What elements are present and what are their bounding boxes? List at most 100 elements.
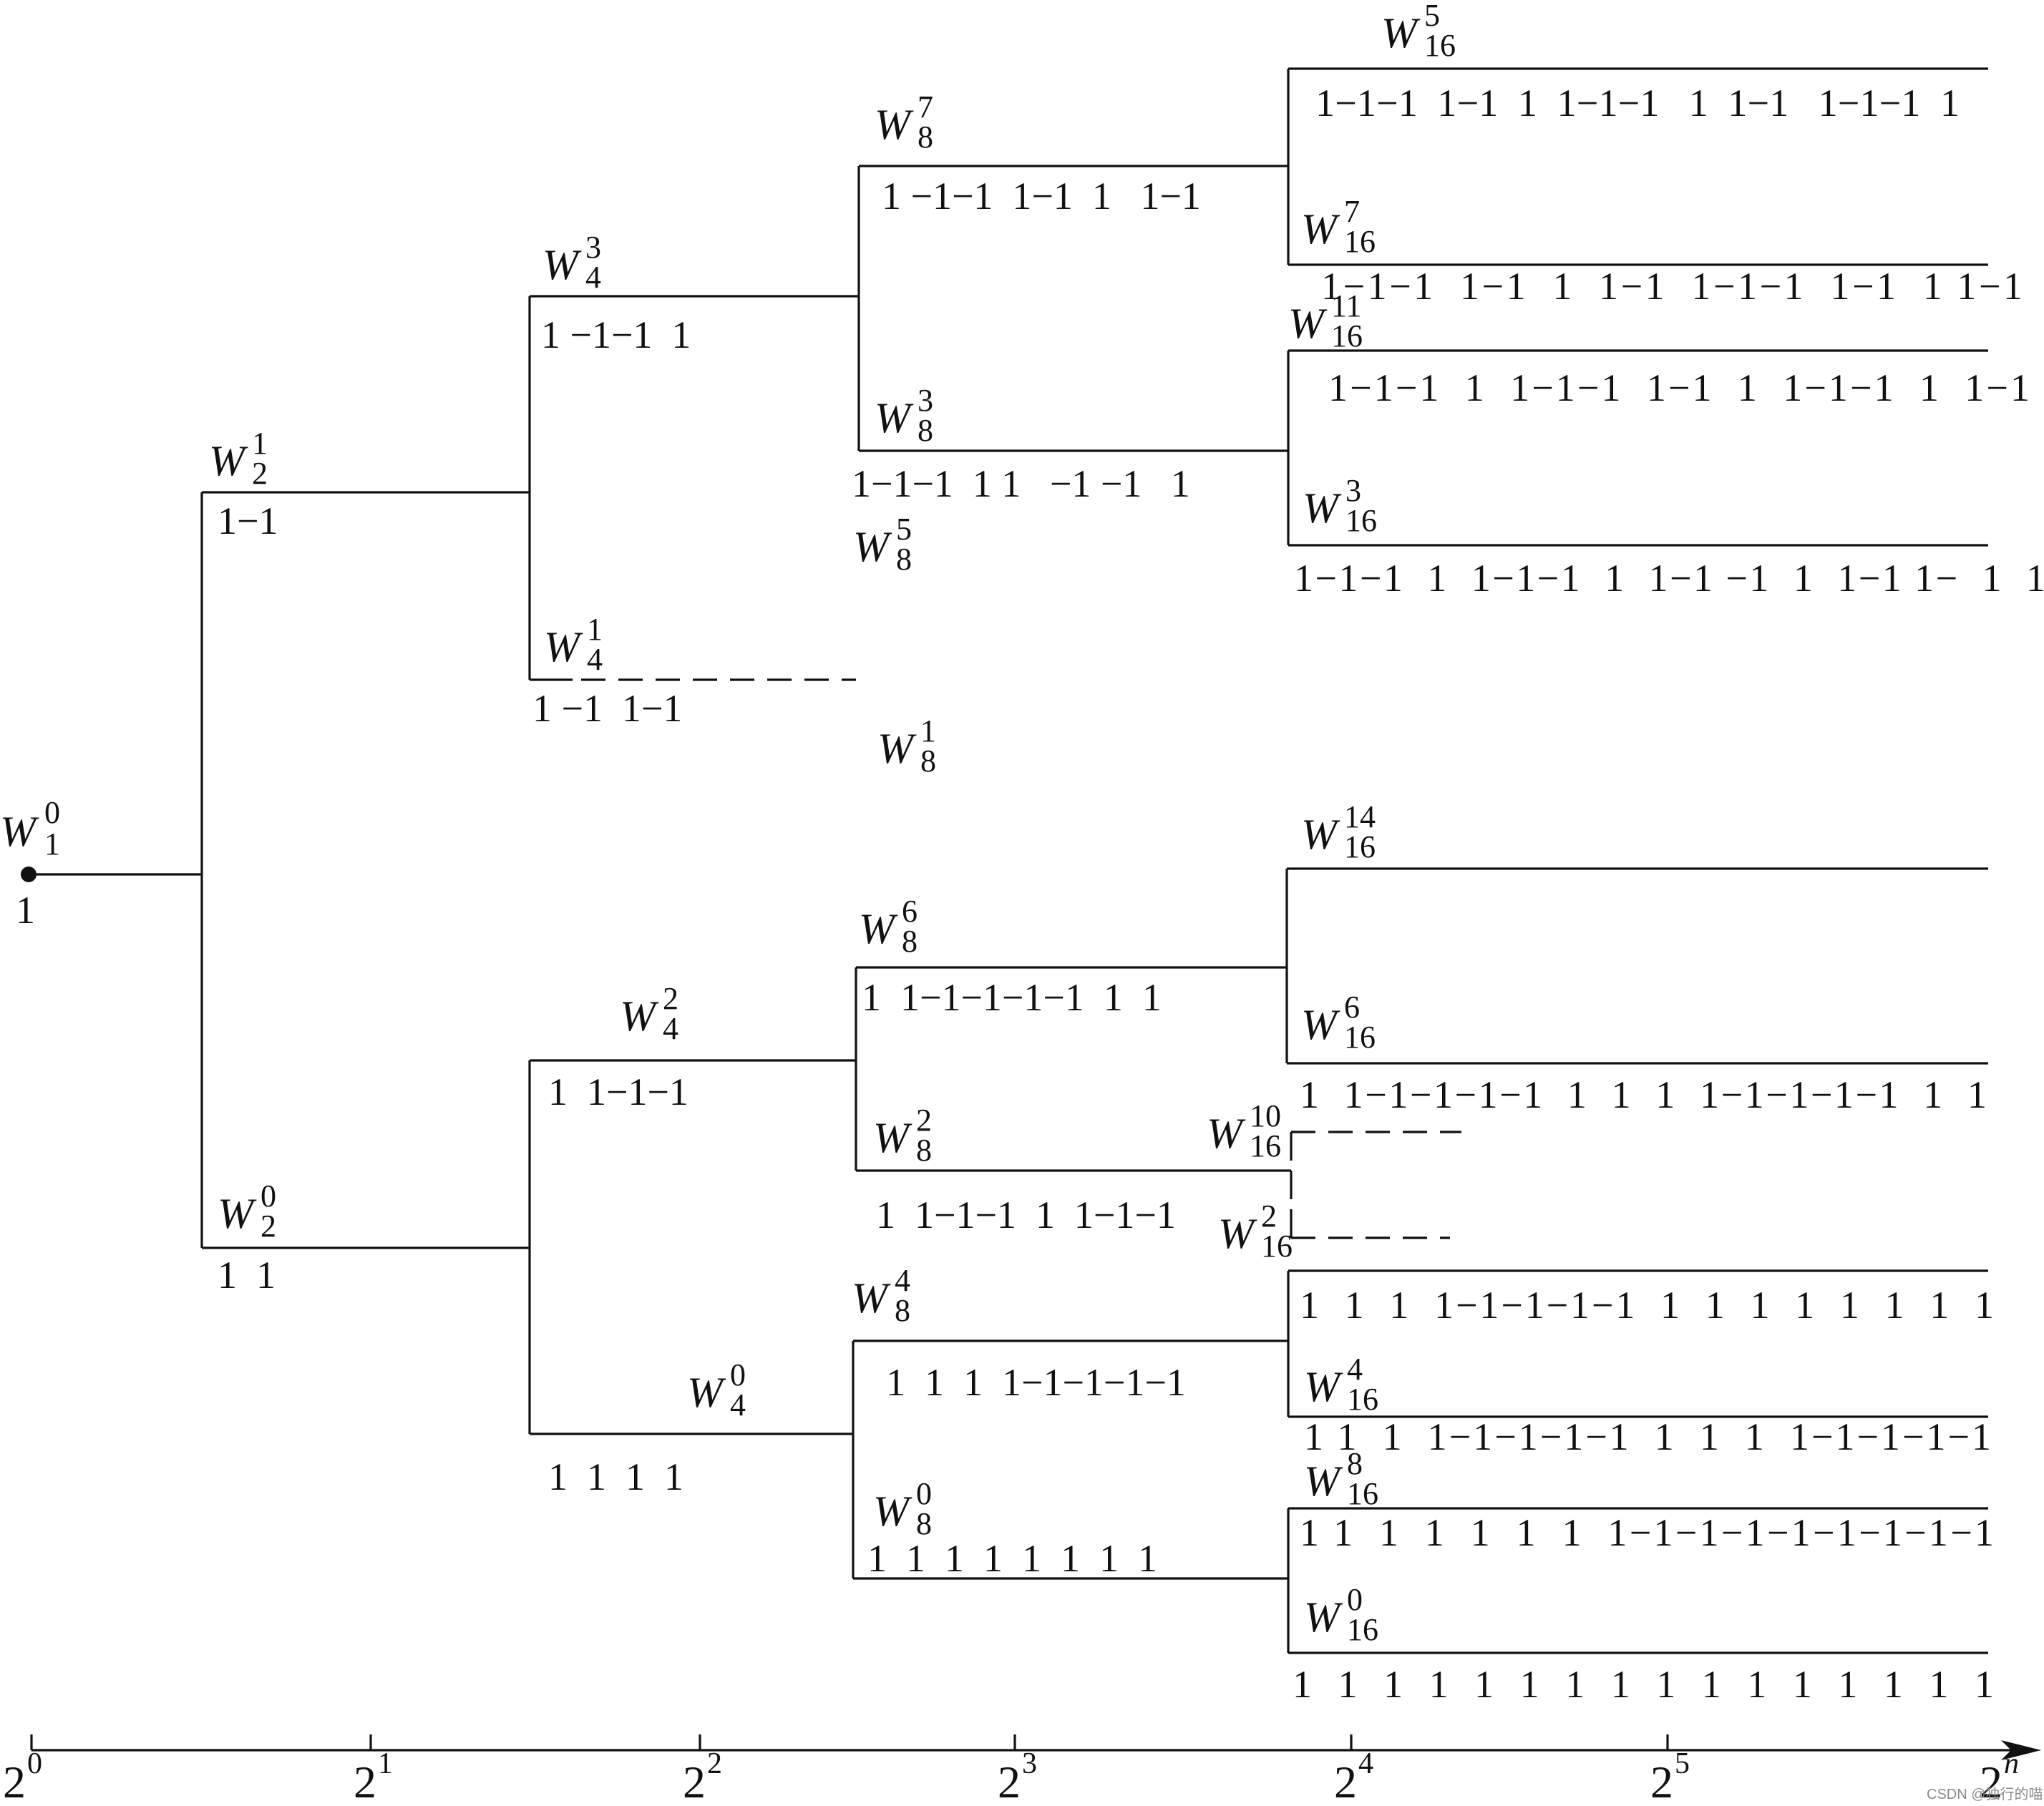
node-label-sub: 16 xyxy=(1344,1020,1376,1055)
axis-tick-label-base: 2 xyxy=(1980,1757,2002,1806)
node-label-sub: 16 xyxy=(1424,28,1456,63)
node-label-main: W xyxy=(875,394,914,441)
node-label-main: W xyxy=(1381,9,1421,57)
node-label-sub: 4 xyxy=(663,1011,678,1046)
axis-tick-label-base: 2 xyxy=(354,1757,376,1806)
node-label-sup: 3 xyxy=(1345,473,1361,508)
node-label-main: W xyxy=(1301,205,1340,253)
node-label-sub: 16 xyxy=(1347,1612,1378,1647)
node-label-sup: 1 xyxy=(252,426,268,461)
node-sequence: 1−1−1 1−1 1 1−1−1 1 1−1 1−1−1 1 xyxy=(1315,82,1960,125)
node-label-sub: 16 xyxy=(1344,829,1376,864)
node-label-main: W xyxy=(1304,1458,1343,1505)
node-label-sup: 7 xyxy=(918,89,933,125)
node-sequence: 1 1−1−1−1−1 1 1 xyxy=(862,976,1162,1019)
axis-tick-label-base: 2 xyxy=(683,1757,706,1806)
node-label-sub: 8 xyxy=(895,1293,910,1328)
node-label-sub: 4 xyxy=(730,1387,746,1422)
node-label-sup: 3 xyxy=(585,230,601,265)
node-label-sup: 2 xyxy=(916,1103,932,1138)
node-sequence: 1−1−1 1 1 −1 −1 1 xyxy=(852,462,1190,505)
node-label-sup: 6 xyxy=(1344,990,1360,1025)
node-label-main: W xyxy=(875,101,914,148)
node-sequence: 1 1−1−1 xyxy=(548,1070,688,1113)
node-label-sup: 5 xyxy=(896,512,912,547)
node-label-sup: 8 xyxy=(1347,1446,1363,1481)
node-label-main: W xyxy=(687,1369,726,1416)
node-label-main: W xyxy=(853,523,892,570)
node-label-main: W xyxy=(859,905,898,952)
node-label-sup: 4 xyxy=(895,1263,910,1298)
node-label-main: W xyxy=(1304,1363,1343,1410)
node-label-sub: 8 xyxy=(902,924,918,959)
node-label-main: W xyxy=(544,623,583,670)
node-label-sup: 6 xyxy=(902,894,918,929)
node-label-sup: 4 xyxy=(1347,1352,1363,1387)
node-label-sub: 16 xyxy=(1331,318,1363,353)
label-sup: 0 xyxy=(44,795,60,830)
node-label-sup: 1 xyxy=(920,713,936,748)
node-label-sub: 2 xyxy=(261,1209,276,1244)
node-label-sub: 8 xyxy=(896,542,912,577)
node-sequence: 1 1 1 1 1 1 1 1−1−1−1−1−1−1−1−1 xyxy=(1300,1511,1994,1554)
axis-tick-label-base: 2 xyxy=(1334,1757,1357,1806)
axis-arrow-icon xyxy=(2001,1740,2041,1760)
node-label-sub: 4 xyxy=(585,260,601,295)
node-label-sub: 16 xyxy=(1347,1382,1378,1417)
tree-lines xyxy=(21,67,1988,1654)
node-label-sup: 10 xyxy=(1250,1098,1281,1133)
node-sequence: 1 1 1 1 1 1 1 1 1 1 1 1 1 1 1 1 xyxy=(1293,1663,1994,1706)
node-label-main: W xyxy=(877,725,917,772)
node-label-sub: 16 xyxy=(1345,503,1377,538)
node-sequence: 1 1−1−1−1−1 1 1 1 1−1−1−1−1 1 1 xyxy=(1300,1073,1987,1116)
node-label-sub: 8 xyxy=(918,413,933,448)
label-sub: 1 xyxy=(44,826,60,861)
node-sequence: 1 −1 1−1 xyxy=(532,687,682,730)
axis-tick-label-exp: 5 xyxy=(1675,1747,1690,1780)
node-sequence: 1 1 1 1 1 1 1 1 xyxy=(867,1537,1157,1580)
label-main: W xyxy=(0,808,39,855)
node-sequence: 1−1−1 1 1−1−1 1−1 1 1−1−1 1 1−1 xyxy=(1328,366,2030,409)
watermark: CSDN @独行的喵 xyxy=(1927,1786,2043,1802)
node-label-main: W xyxy=(873,1114,912,1161)
node-label-sub: 4 xyxy=(587,642,603,677)
node-label-sub: 16 xyxy=(1250,1128,1281,1163)
node-label-main: W xyxy=(542,241,582,288)
node-label-main: W xyxy=(209,437,248,484)
node-sequence: 1 1 xyxy=(218,1254,276,1297)
root-seq: 1 xyxy=(16,889,35,932)
node-label-sup: 5 xyxy=(1424,0,1440,33)
node-label-main: W xyxy=(218,1190,257,1237)
node-label-sub: 8 xyxy=(916,1506,932,1541)
node-sequence: 1 1−1−1 1 1−1−1 xyxy=(876,1194,1176,1236)
node-label-main: W xyxy=(852,1274,891,1322)
node-label-main: W xyxy=(1218,1210,1257,1257)
axis-tick-label-base: 2 xyxy=(998,1757,1021,1806)
node-sequence: 1 1 1 1 xyxy=(548,1455,683,1498)
root-label: W 0 1 xyxy=(0,795,60,861)
node-label-sup: 2 xyxy=(663,981,678,1016)
node-label-sub: 8 xyxy=(918,119,933,155)
node-label-main: W xyxy=(620,992,659,1040)
